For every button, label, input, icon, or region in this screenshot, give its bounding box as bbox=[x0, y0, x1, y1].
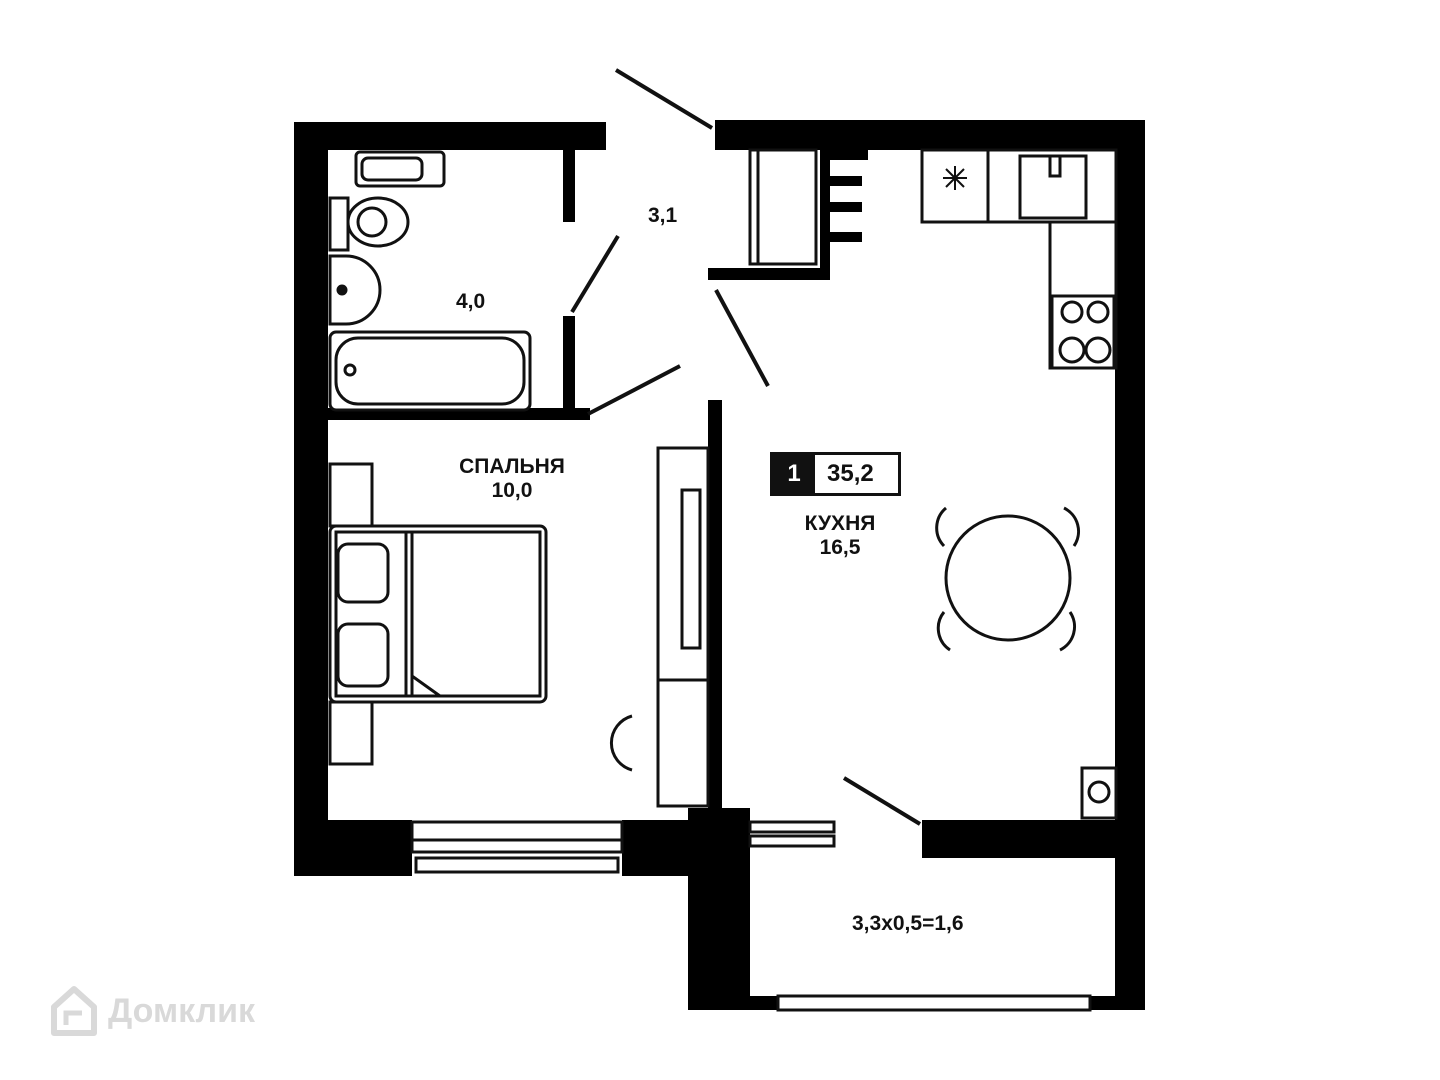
wall-bath-right-bottom bbox=[563, 316, 575, 416]
wall-balcony-left bbox=[688, 808, 750, 1010]
chair-3 bbox=[936, 611, 951, 652]
walls bbox=[294, 120, 1145, 1010]
window-bedroom bbox=[410, 820, 624, 854]
wall-shaft-low bbox=[708, 268, 830, 280]
toilet-tank bbox=[328, 196, 350, 252]
chair-2 bbox=[1063, 506, 1081, 547]
nightstand-bottom bbox=[328, 700, 374, 766]
wall-top-left bbox=[294, 122, 606, 150]
wall-left bbox=[294, 122, 328, 876]
nightstand-top bbox=[328, 462, 374, 528]
bedroom-furniture bbox=[328, 446, 710, 808]
pillow-1 bbox=[336, 542, 390, 604]
wall-shaft-3 bbox=[820, 202, 862, 212]
kitchen-label: КУХНЯ 16,5 bbox=[770, 512, 910, 560]
door-kitchen bbox=[714, 289, 770, 387]
doors bbox=[570, 68, 922, 826]
bedroom-area: 10,0 bbox=[491, 479, 533, 502]
wall-shaft bbox=[828, 150, 868, 160]
hallway-area: 3,1 bbox=[648, 204, 678, 227]
bedroom-label: СПАЛЬНЯ 10,0 bbox=[430, 455, 594, 503]
pillow-2 bbox=[336, 622, 390, 688]
apartment-badge: 1 35,2 bbox=[770, 452, 901, 496]
wall-bath-right-top bbox=[563, 150, 575, 222]
wall-balcony-right bbox=[1115, 858, 1145, 1010]
balcony-area: 3,3х0,5=1,6 bbox=[852, 912, 964, 935]
wall-balcony-bottom-r bbox=[1090, 996, 1145, 1010]
bathroom-fixtures bbox=[328, 150, 532, 412]
windows bbox=[410, 820, 1092, 1012]
wall-shaft-2 bbox=[820, 176, 862, 186]
wall-kitchen-bottom bbox=[922, 820, 1145, 858]
wall-top-right bbox=[715, 120, 1145, 150]
bedroom-name: СПАЛЬНЯ bbox=[459, 455, 565, 478]
wall-shaft-side bbox=[820, 150, 830, 280]
window-bedroom-sill bbox=[414, 856, 620, 874]
dining-table bbox=[944, 514, 1072, 642]
total-area: 35,2 bbox=[827, 460, 874, 487]
hallway-fixtures bbox=[748, 148, 818, 266]
kitchen-area: 16,5 bbox=[819, 536, 861, 559]
sink bbox=[328, 254, 382, 326]
window-balcony bbox=[776, 994, 1092, 1012]
door-bathroom bbox=[570, 234, 620, 314]
watermark: Домклик bbox=[50, 985, 255, 1037]
chair-1 bbox=[935, 506, 948, 548]
chair-4 bbox=[1059, 611, 1077, 652]
window-kitchen bbox=[748, 820, 836, 834]
door-bedroom bbox=[587, 364, 681, 416]
window-kitchen-2 bbox=[748, 834, 836, 848]
kitchen-name: КУХНЯ bbox=[804, 512, 876, 535]
wall-bottom-left bbox=[294, 820, 412, 876]
fridge-icon bbox=[943, 166, 967, 190]
door-entrance bbox=[614, 68, 714, 130]
wall-shaft-4 bbox=[820, 232, 862, 242]
domclick-house-icon bbox=[51, 986, 97, 1036]
kitchen-sink bbox=[1018, 154, 1088, 220]
wardrobe bbox=[748, 148, 818, 266]
tv bbox=[680, 488, 702, 650]
wall-right bbox=[1115, 120, 1145, 858]
door-balcony bbox=[842, 776, 922, 826]
kitchen-fixtures bbox=[920, 148, 1118, 820]
wall-center bbox=[708, 400, 722, 820]
bathroom-area: 4,0 bbox=[456, 290, 486, 313]
desk-chair bbox=[609, 714, 633, 772]
wall-balcony-bottom bbox=[688, 996, 778, 1010]
watermark-text: Домклик bbox=[108, 991, 256, 1030]
rooms-count: 1 bbox=[773, 455, 815, 493]
